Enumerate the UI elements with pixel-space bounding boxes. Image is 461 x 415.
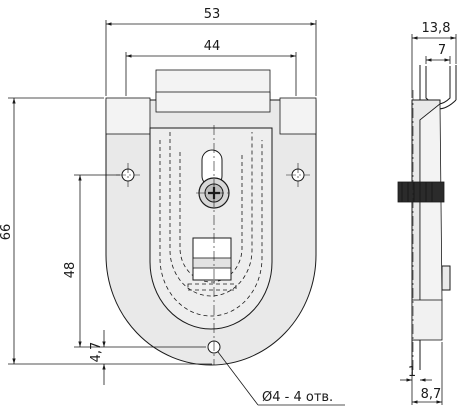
dim-hole-offset: 4,7 — [89, 342, 104, 363]
side-dimensions: 13,8 7 1 8,7 — [400, 21, 457, 405]
hole-callout: Ø4 - 4 отв. — [262, 390, 333, 405]
dim-width-overall: 53 — [204, 7, 221, 22]
left-tab — [105, 97, 151, 135]
front-view — [105, 69, 317, 366]
dim-height-overall: 66 — [0, 224, 14, 241]
side-hook-inner — [425, 66, 451, 105]
dim-side-depth: 13,8 — [422, 21, 451, 36]
hidden-contour-3 — [179, 152, 243, 283]
dim-side-slot: 7 — [438, 43, 446, 58]
dim-side-base: 8,7 — [421, 387, 442, 402]
hidden-contour-2 — [169, 132, 253, 297]
side-view — [397, 65, 457, 370]
catch-window-inner — [192, 257, 232, 269]
right-tab — [279, 97, 317, 135]
top-bar-hatch — [155, 91, 271, 113]
side-back — [411, 299, 443, 341]
front-dimensions: 53 44 66 48 4,7 Ø4 - 4 отв. — [0, 7, 345, 406]
dim-height-holes: 48 — [63, 262, 78, 279]
hidden-contour — [159, 140, 263, 317]
side-latch — [441, 265, 451, 291]
side-screw — [397, 181, 445, 203]
dim-width-inner: 44 — [204, 39, 221, 54]
catch-base — [187, 283, 237, 291]
